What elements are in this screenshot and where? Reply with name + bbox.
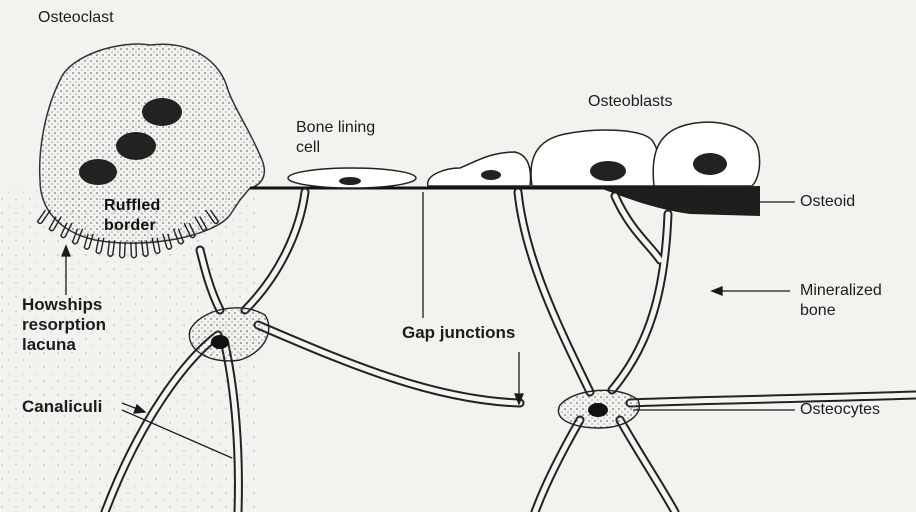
bone-lining-cell-nucleus [339,177,361,185]
osteoclast-nucleus [142,98,182,126]
label-osteoblasts: Osteoblasts [588,92,672,112]
label-osteocytes: Osteocytes [800,400,880,420]
osteocyte-nucleus [588,403,608,417]
label-mineralized-bone: Mineralized bone [800,281,882,321]
label-osteoid: Osteoid [800,192,855,212]
osteoblast-nucleus [693,153,727,175]
label-canaliculi: Canaliculi [22,397,102,417]
osteoclast-nucleus [79,159,117,185]
label-bone-lining-cell: Bone lining cell [296,118,375,158]
osteoblast-cell [428,152,531,186]
osteoblast-nucleus [590,161,626,181]
label-howships-lacuna: Howships resorption lacuna [22,295,106,355]
osteoclast-nucleus [116,132,156,160]
osteoblast-nucleus [481,170,501,180]
label-ruffled-border: Ruffled border [104,196,161,236]
osteocyte-nucleus [211,335,229,349]
label-gap-junctions: Gap junctions [402,323,515,343]
label-osteoclast: Osteoclast [38,8,114,28]
